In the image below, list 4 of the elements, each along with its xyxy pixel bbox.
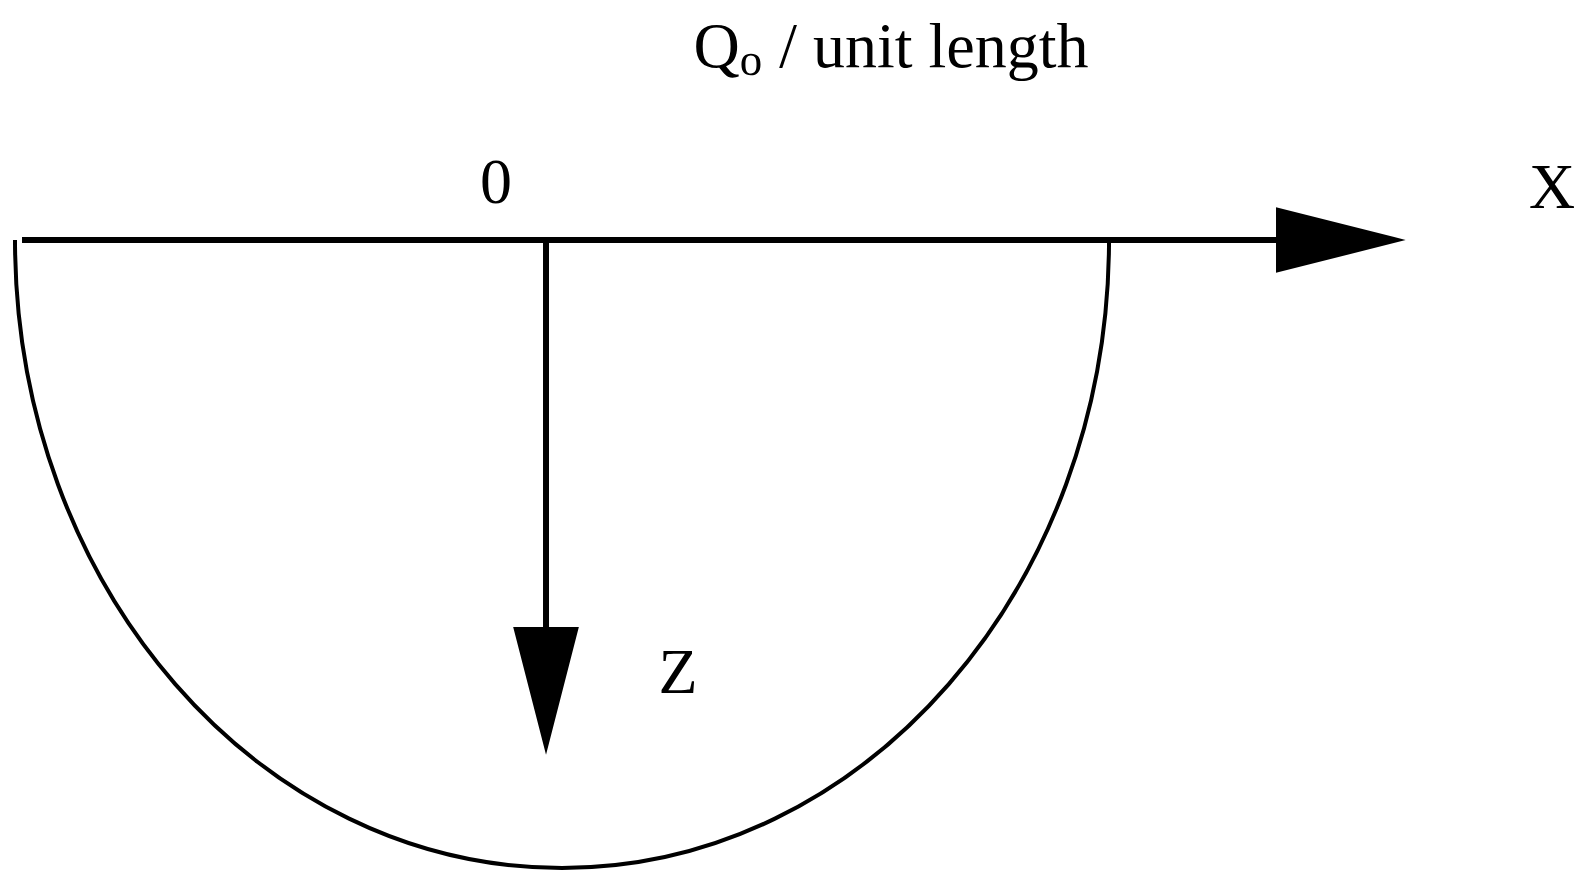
load-label: Q$_{o}$ / unit length xyxy=(696,22,1088,82)
axis-label: Z xyxy=(661,651,695,693)
origin-label: 0 xyxy=(482,160,510,204)
axis-label: X xyxy=(1530,166,1574,208)
